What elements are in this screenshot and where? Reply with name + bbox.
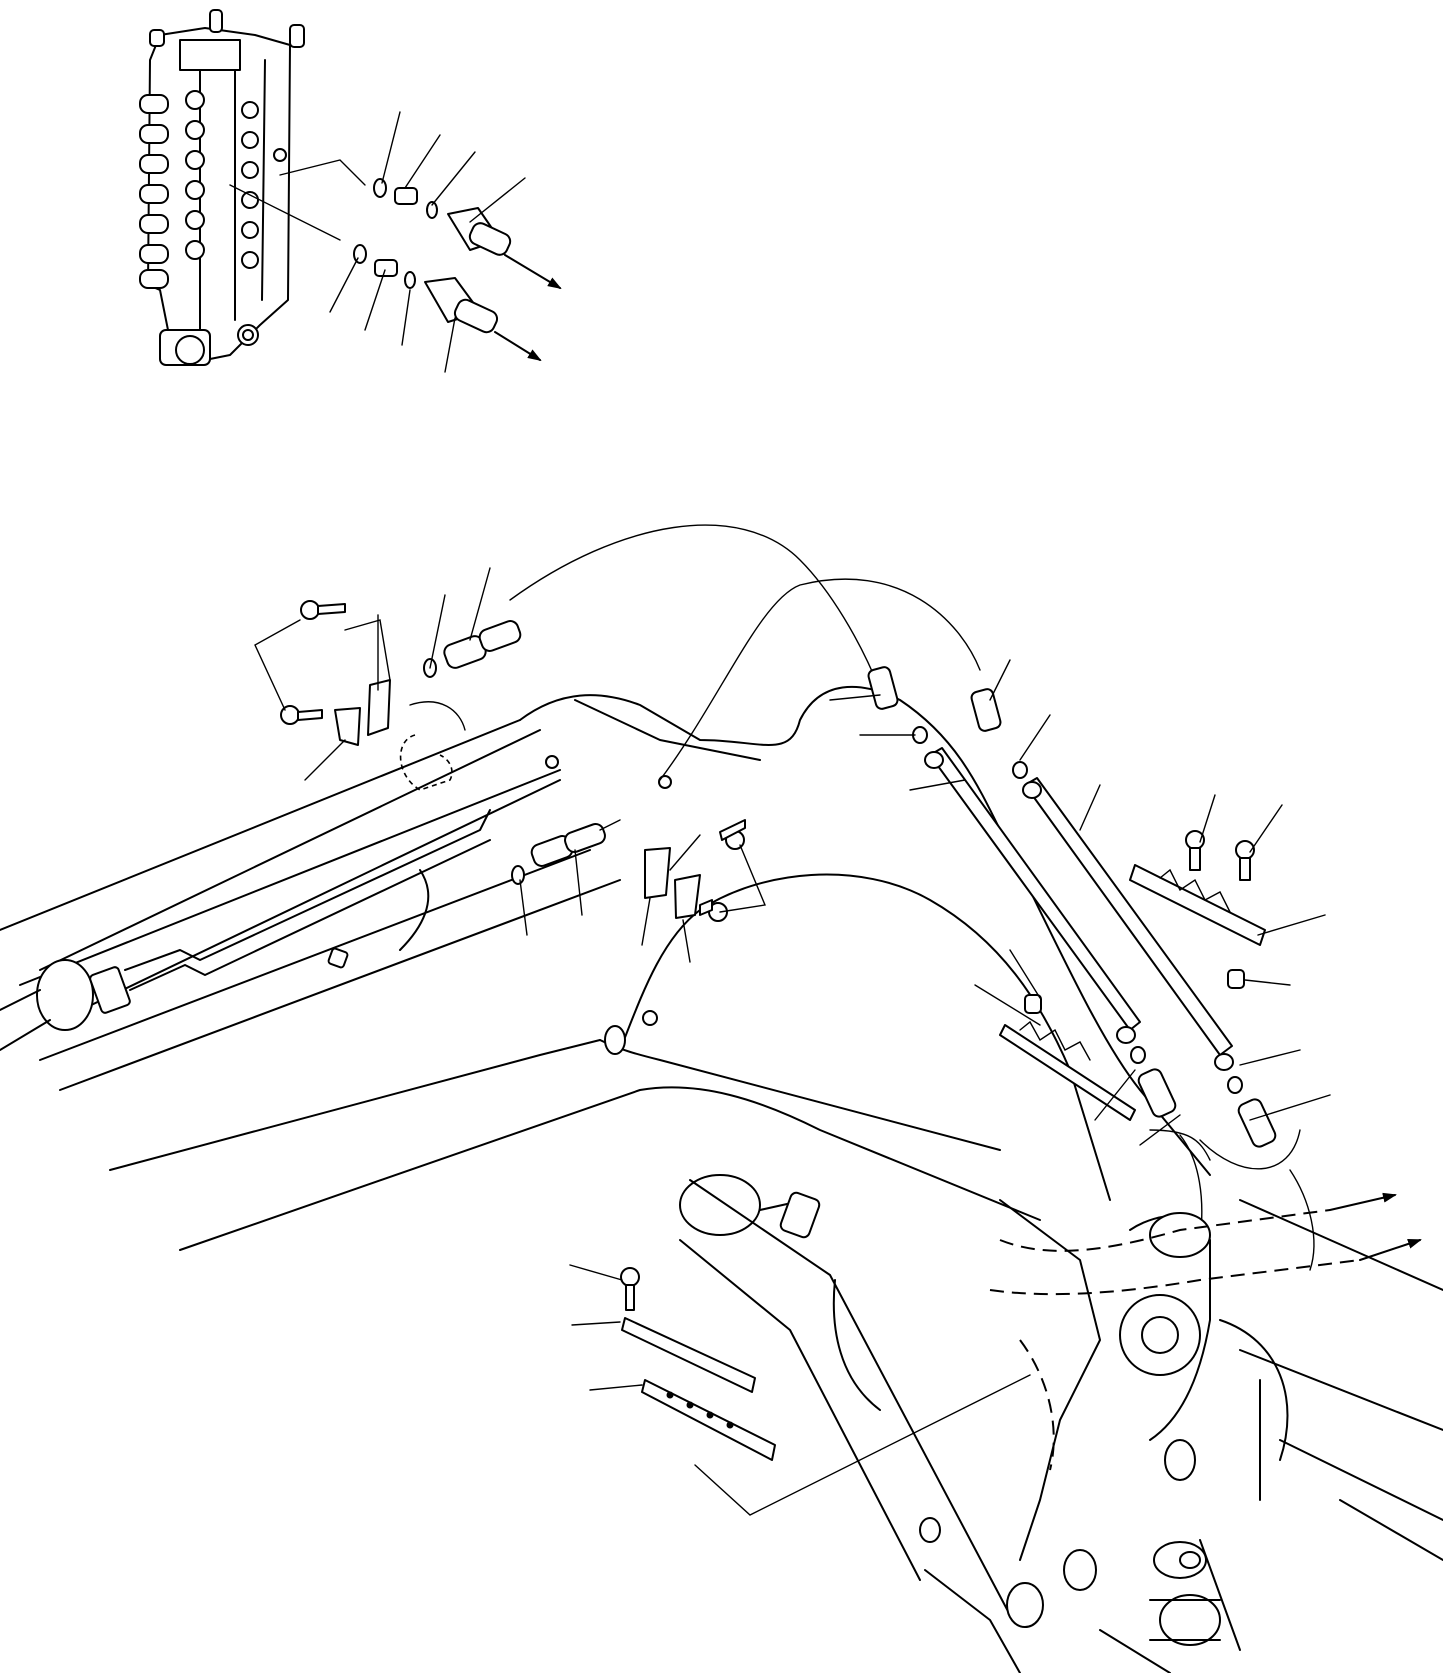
boom-head-fittings — [423, 567, 621, 936]
hose-routing — [509, 524, 1301, 1170]
leader-lower-port — [229, 184, 341, 241]
clamp-brackets — [254, 600, 766, 963]
boom-tube-assembly — [867, 666, 1315, 1271]
boom-body — [0, 685, 1211, 1251]
leader-upper-port — [279, 159, 366, 186]
boom-cylinder-and-base — [679, 1174, 1443, 1674]
lower-fitting-set — [353, 244, 542, 362]
upper-fitting-set — [373, 178, 562, 290]
arm-cylinder — [0, 729, 561, 1051]
control-valve-assembly — [139, 9, 305, 366]
lower-clamp-set — [569, 1264, 1031, 1516]
tube-clamp-plates — [999, 830, 1266, 1121]
callout-leaders-boom — [829, 659, 1331, 1146]
callout-leaders-valve — [329, 111, 526, 373]
cylinder-clamp — [399, 701, 466, 791]
hidden-hose-path — [989, 1192, 1422, 1471]
